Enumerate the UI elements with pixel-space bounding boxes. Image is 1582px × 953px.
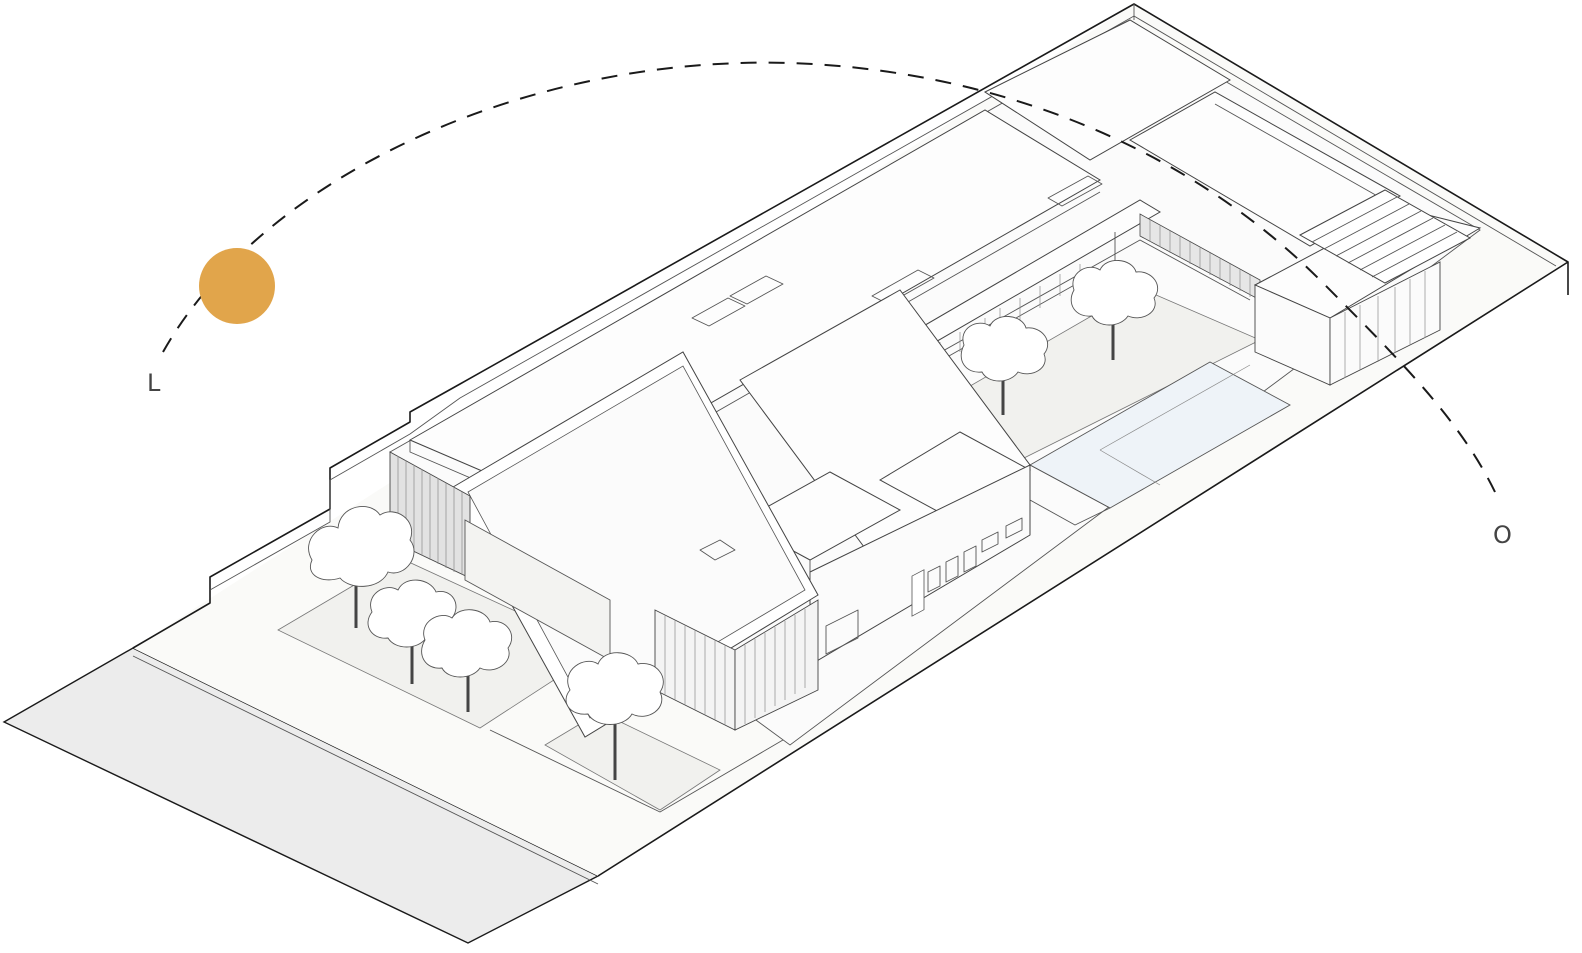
slat-lines-left [397,456,463,575]
pool-bench-side [1099,449,1161,486]
pavilion-mullions [1344,271,1426,378]
sun-icon [199,248,275,324]
tree-icon [308,506,415,628]
east-label: L [147,369,161,397]
pergola [1298,189,1472,284]
skylight-1 [691,297,746,327]
front-roof-hatch [699,539,736,561]
boundary-wall-inner [209,15,1557,591]
curb-line [132,655,599,885]
lot-boundary-front [597,261,1569,877]
roof-box-2 [1047,175,1103,207]
tree-icon [421,609,513,712]
sun-path-arc [162,61,1496,493]
front-box-fins [734,599,819,731]
center-windows [825,517,1023,655]
west-label: O [1493,521,1512,549]
upper-rear-roof-right [1128,91,1402,247]
tree-icon [565,652,664,780]
slat-lines-rear [1149,220,1251,297]
front-path [489,729,801,813]
front-box-roof-inner [467,365,806,719]
tree-icon [960,316,1049,415]
right-pavilion-glazing [1329,261,1441,386]
tree-icon [1070,260,1159,360]
pool-bench [1099,364,1251,451]
upper-rear-roof-left [983,19,1231,161]
rear-roof-edge [1214,103,1396,207]
fin-lines [664,609,806,725]
skylight-2 [729,275,784,305]
